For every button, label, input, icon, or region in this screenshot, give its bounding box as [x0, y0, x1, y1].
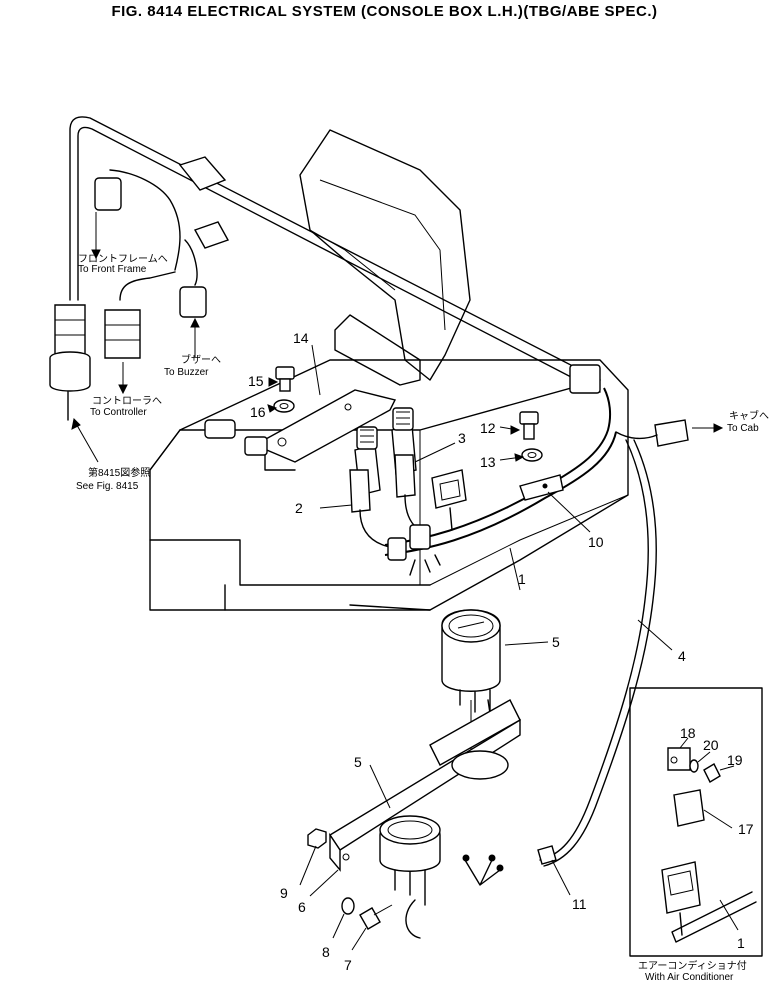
callout-14: 14 [293, 330, 309, 346]
callout-5-lower: 5 [354, 754, 362, 770]
note-aircon-jp: エアーコンディショナ付 [638, 959, 747, 972]
cab-connector [569, 364, 689, 447]
upper-harness [49, 116, 601, 421]
callout-numbers: 14 15 16 12 13 3 2 10 1 5 4 5 9 6 11 8 7… [248, 330, 754, 973]
callout-6: 6 [298, 899, 306, 915]
relay-socket [431, 469, 467, 531]
bolt-12 [519, 411, 543, 462]
note-buzzer-jp: ブザーへ [181, 353, 221, 366]
note-controller-jp: コントローラへ [92, 395, 162, 407]
callout-13: 13 [480, 454, 496, 470]
callout-1-main: 1 [518, 571, 526, 587]
note-see-fig-jp: 第8415図参照 [88, 466, 150, 479]
callout-19: 19 [727, 752, 743, 768]
callout-4: 4 [678, 648, 686, 664]
figure-title: FIG. 8414 ELECTRICAL SYSTEM (CONSOLE BOX… [111, 3, 658, 20]
note-front-frame-jp: フロントフレームへ [78, 253, 168, 265]
callout-15: 15 [248, 373, 264, 389]
wiring-harness-1 [384, 387, 617, 576]
note-buzzer-en: To Buzzer [164, 367, 209, 378]
callout-1-inset: 1 [737, 935, 745, 951]
callout-11: 11 [572, 896, 587, 912]
callout-7: 7 [344, 957, 352, 973]
note-aircon-en: With Air Conditioner [645, 972, 734, 983]
callout-12: 12 [480, 420, 496, 436]
arrowheads [71, 249, 724, 462]
armrest [299, 129, 471, 386]
note-cab-en: To Cab [727, 423, 759, 434]
aircon-inset [629, 687, 763, 957]
callout-3: 3 [458, 430, 466, 446]
switch-3 [391, 407, 431, 536]
bolt-7 [359, 904, 393, 930]
note-front-frame-en: To Front Frame [78, 264, 147, 275]
console-box [149, 359, 629, 611]
callout-17: 17 [738, 821, 754, 837]
gauge-bracket [329, 699, 521, 939]
callout-20: 20 [703, 737, 719, 753]
bolt-15 [273, 366, 295, 413]
washer-8 [341, 897, 355, 915]
callout-10: 10 [588, 534, 604, 550]
callout-2: 2 [295, 500, 303, 516]
bracket-plate [204, 389, 397, 471]
callout-16: 16 [250, 404, 266, 420]
note-see-fig-en: See Fig. 8415 [76, 481, 139, 492]
callout-9: 9 [280, 885, 288, 901]
notes: フロントフレームへ To Front Frame ブザーへ To Buzzer … [76, 253, 769, 983]
wiring-harness-4 [537, 439, 657, 867]
callout-8: 8 [322, 944, 330, 960]
switch-2 [349, 426, 396, 549]
callout-5-upper: 5 [552, 634, 560, 650]
nut-9 [307, 828, 327, 849]
callout-18: 18 [680, 725, 696, 741]
note-controller-en: To Controller [90, 407, 147, 418]
note-cab-jp: キャブへ [729, 409, 769, 422]
